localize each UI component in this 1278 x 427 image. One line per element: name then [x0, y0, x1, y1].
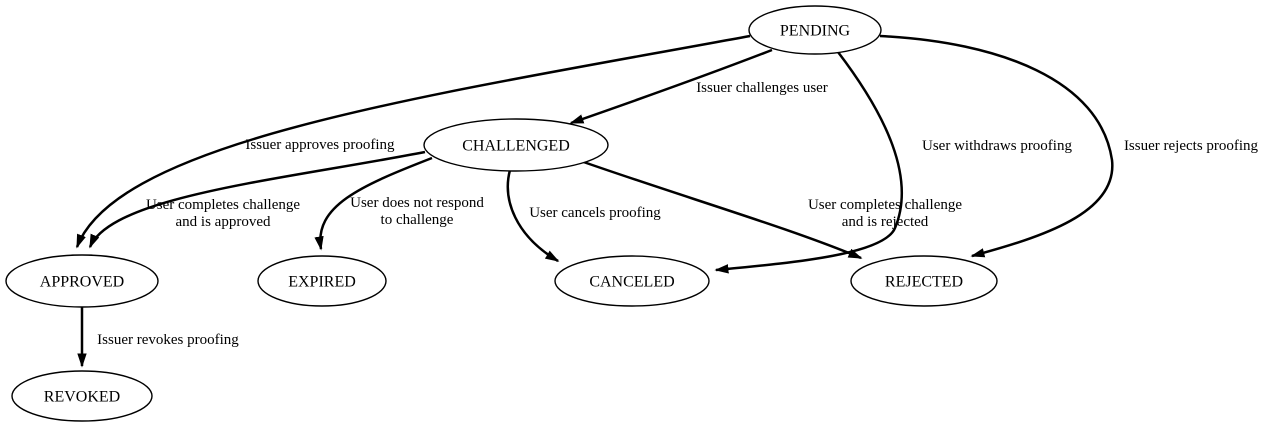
state-node-rejected: REJECTED [850, 255, 998, 307]
edge-label-approved-revoked: Issuer revokes proofing [97, 332, 239, 348]
edges-layer [75, 34, 1114, 366]
edge-label-challenged-rejected-line1: User completes challenge [808, 197, 962, 213]
state-node-approved: APPROVED [5, 254, 159, 308]
state-label-revoked: REVOKED [44, 389, 120, 406]
state-label-challenged: CHALLENGED [462, 138, 570, 155]
edge-challenged-approved [88, 150, 426, 247]
edge-label-challenged-rejected-line2: and is rejected [842, 214, 929, 230]
edge-challenged-expired [320, 156, 433, 249]
edge-label-challenged-expired-line1: User does not respond [350, 195, 484, 211]
edge-challenged-rejected [574, 157, 861, 260]
nodes-layer: PENDING CHALLENGED APPROVED EXPIRED CANCELED… [5, 5, 998, 422]
edge-label-pending-approved: Issuer approves proofing [245, 137, 395, 153]
state-ellipse-challenged [423, 118, 609, 172]
edge-label-challenged-expired-line2: to challenge [381, 212, 454, 228]
state-label-rejected: REJECTED [885, 274, 963, 291]
edge-pending-canceled [716, 51, 903, 270]
state-ellipse-revoked [11, 370, 153, 422]
state-ellipse-expired [257, 255, 387, 307]
state-node-challenged: CHALLENGED [423, 118, 609, 172]
edge-pending-rejected [879, 34, 1114, 256]
edge-label-pending-canceled: User withdraws proofing [922, 138, 1072, 154]
edge-label-challenged-approved-line1: User completes challenge [146, 197, 300, 213]
state-node-canceled: CANCELED [554, 255, 710, 307]
state-node-expired: EXPIRED [257, 255, 387, 307]
state-node-revoked: REVOKED [11, 370, 153, 422]
edge-pending-challenged [571, 48, 773, 125]
edge-label-challenged-canceled: User cancels proofing [529, 205, 661, 221]
state-node-pending: PENDING [748, 5, 882, 55]
state-label-approved: APPROVED [40, 274, 124, 291]
edge-label-challenged-approved-line2: and is approved [176, 214, 271, 230]
state-label-canceled: CANCELED [589, 274, 674, 291]
edge-challenged-canceled [506, 169, 558, 263]
edge-pending-approved [75, 34, 751, 247]
state-ellipse-approved [5, 254, 159, 308]
state-label-expired: EXPIRED [288, 274, 356, 291]
state-label-pending: PENDING [780, 23, 851, 40]
state-ellipse-canceled [554, 255, 710, 307]
edge-label-pending-challenged: Issuer challenges user [696, 80, 828, 96]
state-ellipse-rejected [850, 255, 998, 307]
edge-label-pending-rejected: Issuer rejects proofing [1124, 138, 1259, 154]
state-ellipse-pending [748, 5, 882, 55]
